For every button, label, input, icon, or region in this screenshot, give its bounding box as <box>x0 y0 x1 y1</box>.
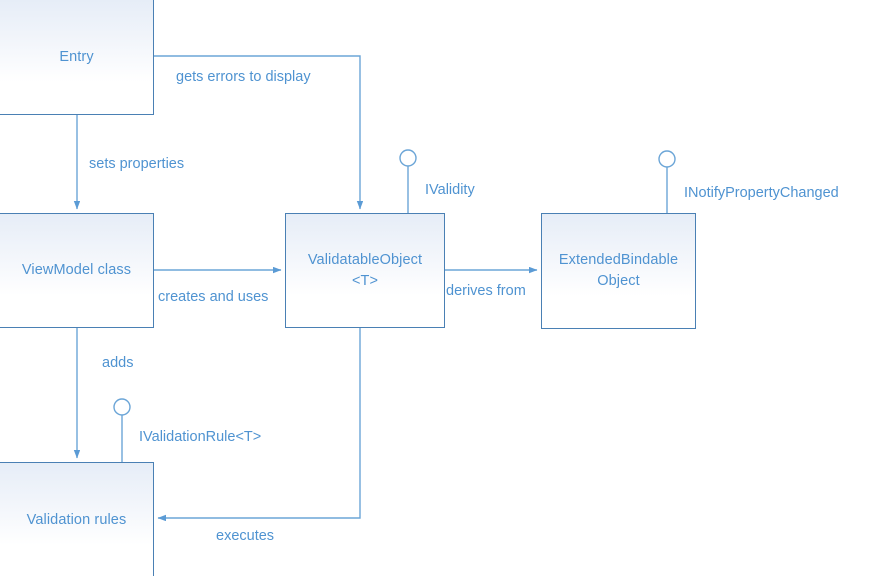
edge-label-executes: executes <box>216 528 275 544</box>
interface-label-ivalidationrule: IValidationRule<T> <box>139 429 262 445</box>
edge-label-sets-properties: sets properties <box>89 156 185 172</box>
node-viewmodel-class[interactable]: ViewModel class <box>0 213 154 328</box>
node-validation-rules[interactable]: Validation rules <box>0 462 154 576</box>
edge-label-gets-errors-to-display: gets errors to display <box>176 69 311 85</box>
node-validatable-object-label: ValidatableObject <T> <box>307 251 423 289</box>
node-extended-bindable-object[interactable]: ExtendedBindable Object <box>541 213 696 329</box>
node-extended-bindable-object-label: ExtendedBindable Object <box>558 252 679 289</box>
interface-label-inotifypropertychanged: INotifyPropertyChanged <box>684 185 839 201</box>
edge-label-creates-and-uses: creates and uses <box>158 289 269 305</box>
ivalidity-icon <box>399 149 417 167</box>
edge-label-derives-from: derives from <box>446 283 526 299</box>
interface-label-ivalidity: IValidity <box>425 182 475 198</box>
connector-gets-errors <box>153 55 364 210</box>
node-validation-rules-label: Validation rules <box>26 511 127 528</box>
node-entry[interactable]: Entry <box>0 0 154 115</box>
edge-label-adds: adds <box>102 355 134 371</box>
node-viewmodel-class-label: ViewModel class <box>21 262 132 279</box>
connector-executes <box>157 328 361 522</box>
node-validatable-object[interactable]: ValidatableObject <T> <box>285 213 445 328</box>
node-entry-label: Entry <box>59 48 94 65</box>
inotifypropertychanged-icon <box>658 150 676 168</box>
ivalidationrule-icon <box>113 398 131 416</box>
